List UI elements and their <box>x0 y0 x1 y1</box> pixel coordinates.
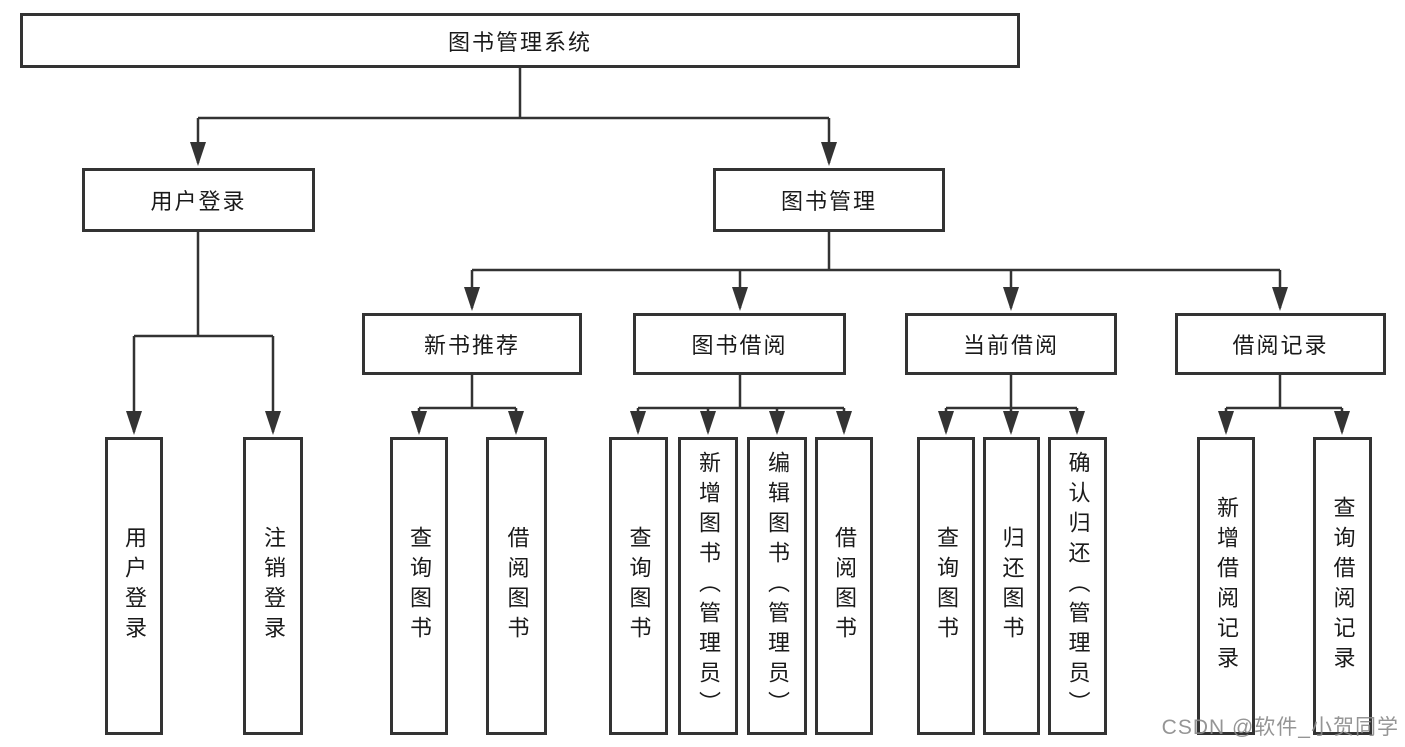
leaf-edit-book-admin: 编辑图书（管理员） <box>747 437 807 735</box>
node-label: 编辑图书（管理员） <box>765 451 790 721</box>
leaf-return-books: 归还图书 <box>983 437 1040 735</box>
node-label: 查询图书 <box>626 526 652 646</box>
edge-new-book-rec-trunk <box>419 375 516 410</box>
node-label: 图书借阅 <box>691 333 788 358</box>
node-label: 归还图书 <box>999 526 1025 646</box>
node-book-management: 图书管理 <box>713 168 945 232</box>
leaf-borrow-books-rec: 借阅图书 <box>486 437 547 735</box>
node-book-borrowing: 图书借阅 <box>633 313 846 375</box>
node-label: 查询借阅记录 <box>1330 496 1356 676</box>
edge-user-login-trunk <box>134 232 273 338</box>
node-label: 图书管理系统 <box>447 29 592 55</box>
node-borrowing-records: 借阅记录 <box>1175 313 1386 375</box>
leaf-query-borrow-record: 查询借阅记录 <box>1313 437 1372 735</box>
node-label: 确认归还（管理员） <box>1065 451 1091 721</box>
node-label: 用户登录 <box>150 189 247 214</box>
node-label: 借阅图书 <box>832 526 857 646</box>
edge-root-trunk <box>198 68 829 120</box>
leaf-confirm-return-admin: 确认归还（管理员） <box>1048 437 1107 735</box>
node-label: 查询图书 <box>407 526 432 646</box>
node-label: 图书管理 <box>780 189 877 214</box>
leaf-add-book-admin: 新增图书（管理员） <box>678 437 738 735</box>
node-new-book-recommendation: 新书推荐 <box>362 313 582 375</box>
leaf-user-login: 用户登录 <box>105 437 163 735</box>
node-label: 新增借阅记录 <box>1214 496 1239 676</box>
node-label: 查询图书 <box>934 526 959 646</box>
node-label: 注销登录 <box>261 526 286 646</box>
node-root-system: 图书管理系统 <box>20 13 1020 68</box>
edge-book-mgmt-trunk <box>472 232 1280 272</box>
leaf-query-books-borrow: 查询图书 <box>609 437 668 735</box>
leaf-borrow-books-borrow: 借阅图书 <box>815 437 873 735</box>
node-current-borrowing: 当前借阅 <box>905 313 1117 375</box>
node-user-login-branch: 用户登录 <box>82 168 315 232</box>
edge-borrow-records-trunk <box>1226 375 1342 410</box>
leaf-add-borrow-record: 新增借阅记录 <box>1197 437 1255 735</box>
edge-current-borrow-trunk <box>946 375 1077 410</box>
node-label: 当前借阅 <box>962 333 1059 358</box>
node-label: 新增图书（管理员） <box>696 451 721 721</box>
leaf-query-books-rec: 查询图书 <box>390 437 448 735</box>
node-label: 借阅记录 <box>1232 333 1329 358</box>
leaf-query-books-current: 查询图书 <box>917 437 975 735</box>
node-label: 借阅图书 <box>504 526 530 646</box>
node-label: 新书推荐 <box>423 333 520 358</box>
edge-book-borrow-trunk <box>638 375 844 410</box>
leaf-logout: 注销登录 <box>243 437 303 735</box>
node-label: 用户登录 <box>122 526 147 646</box>
